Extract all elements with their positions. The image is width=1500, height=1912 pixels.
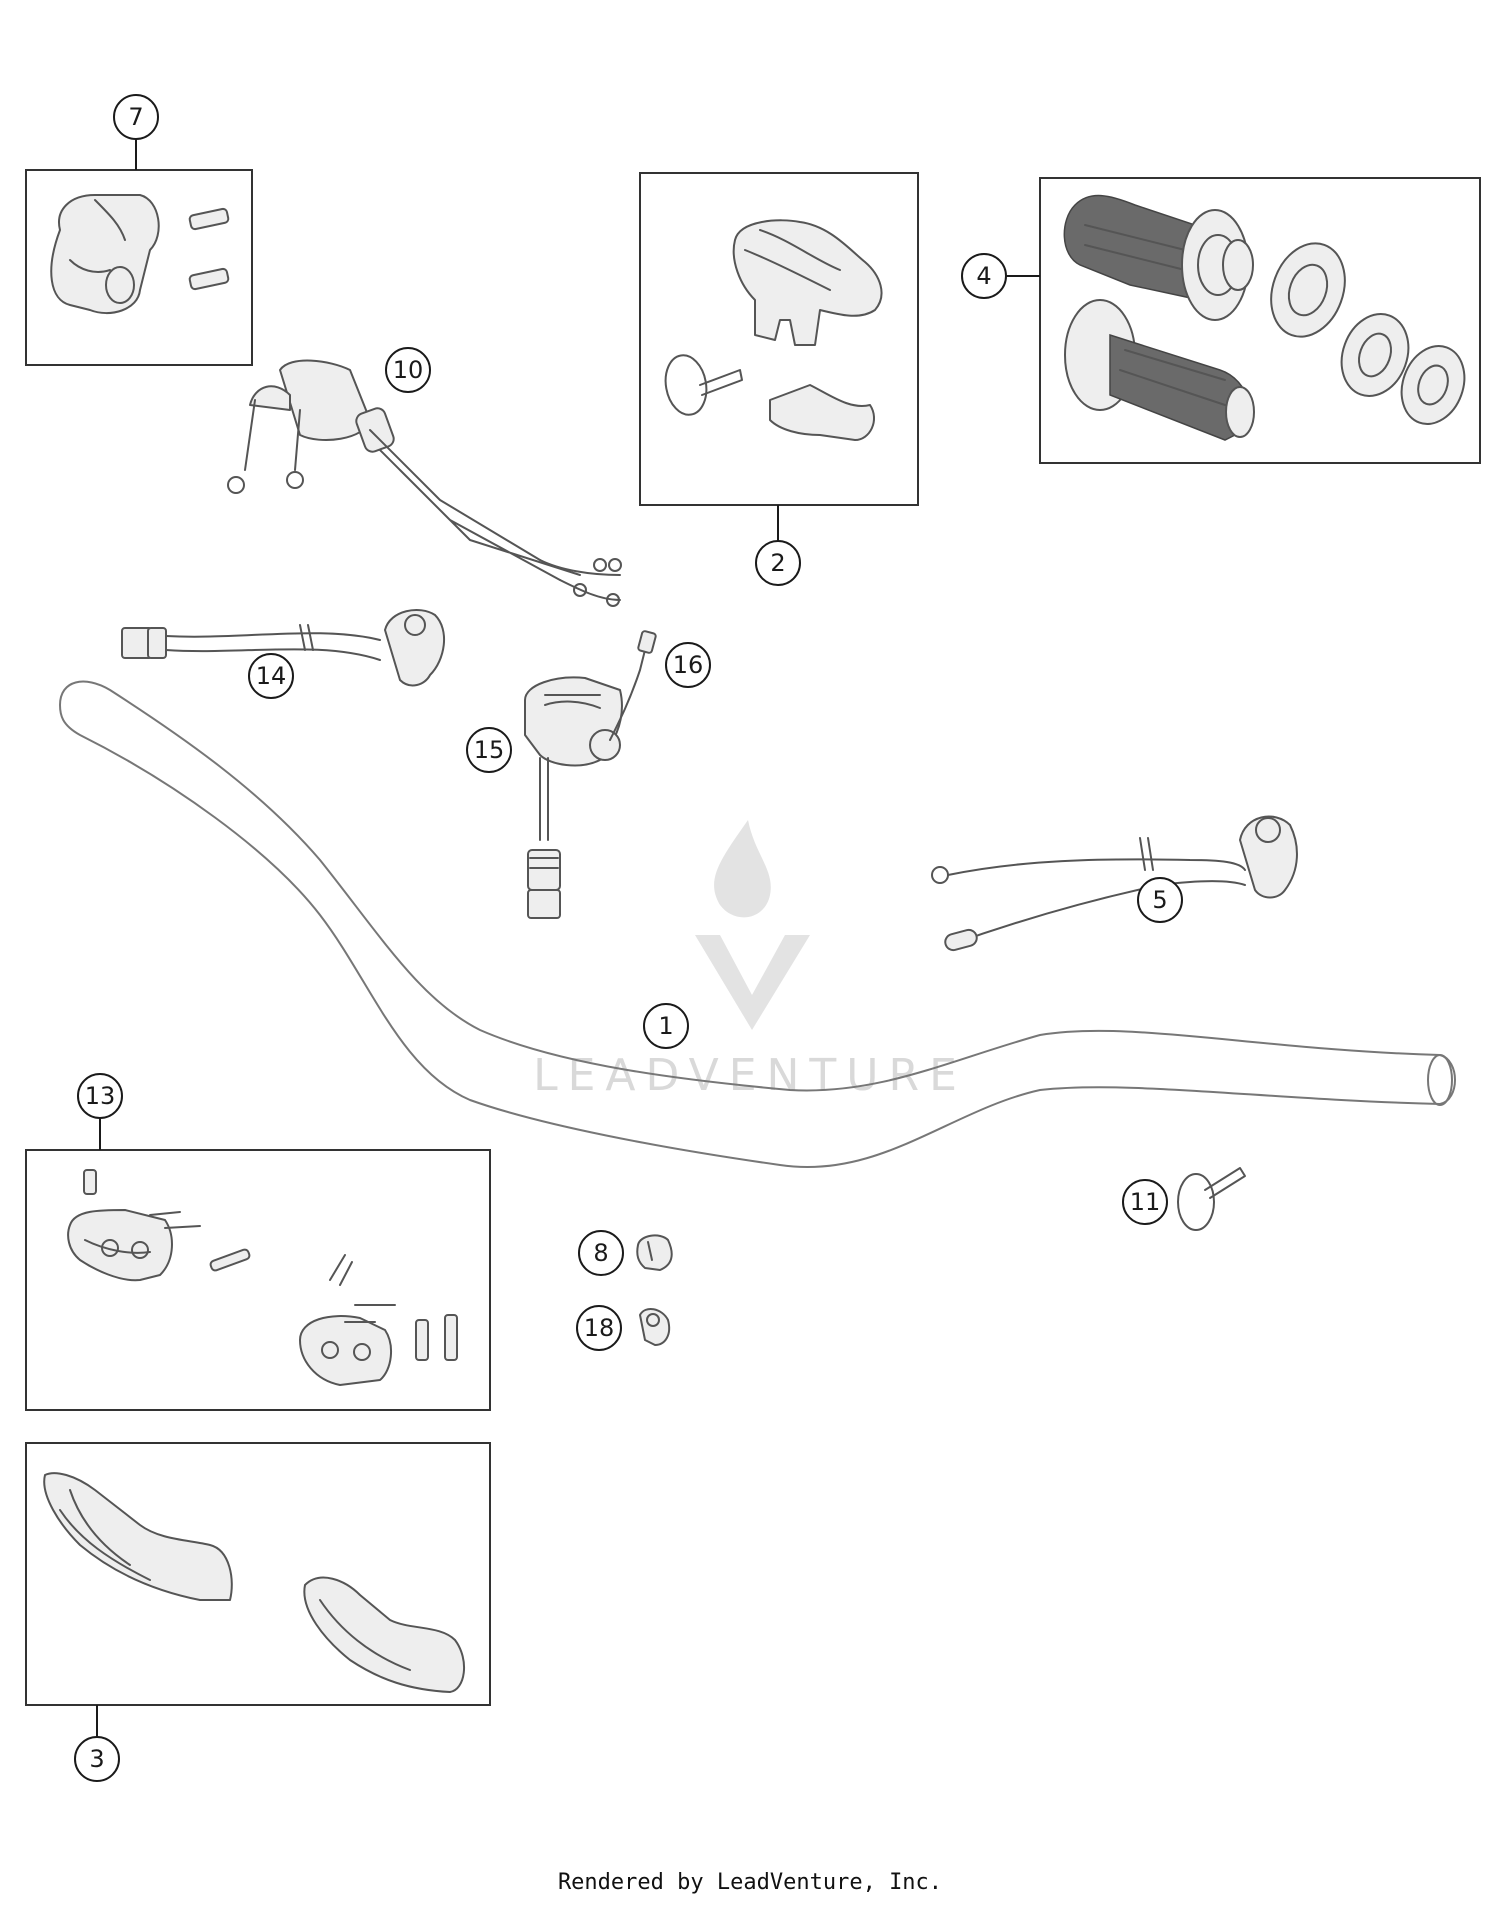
callout-15: 15 xyxy=(466,727,512,773)
part-1-handlebar[interactable] xyxy=(59,680,1456,1169)
svg-text:16: 16 xyxy=(673,651,704,679)
callout-18: 18 xyxy=(576,1305,622,1351)
callout-10: 10 xyxy=(385,347,431,393)
part-8-clip[interactable] xyxy=(636,1234,673,1271)
part-4-grips[interactable] xyxy=(1063,194,1475,441)
part-13-box xyxy=(25,1149,491,1411)
part-3-box xyxy=(25,1442,491,1706)
part-18-clip[interactable] xyxy=(639,1308,671,1346)
part-15-switch[interactable] xyxy=(524,676,623,919)
svg-text:14: 14 xyxy=(256,662,287,690)
svg-text:13: 13 xyxy=(85,1082,116,1110)
callout-5: 5 xyxy=(1137,877,1183,923)
callout-2: 2 xyxy=(755,540,801,586)
part-10-throttle-assembly[interactable] xyxy=(227,359,622,607)
callout-7: 7 xyxy=(113,94,159,140)
watermark: LEADVENTURE xyxy=(533,820,967,1101)
watermark-text: LEADVENTURE xyxy=(533,1050,967,1101)
callout-8: 8 xyxy=(578,1230,624,1276)
callout-11: 11 xyxy=(1122,1179,1168,1225)
svg-text:4: 4 xyxy=(976,262,991,290)
part-7-box xyxy=(25,169,253,366)
callout-3: 3 xyxy=(74,1736,120,1782)
svg-text:11: 11 xyxy=(1130,1188,1161,1216)
part-13-hardware[interactable] xyxy=(67,1169,458,1386)
svg-text:1: 1 xyxy=(658,1012,673,1040)
part-3-handguards[interactable] xyxy=(43,1472,466,1693)
watermark-v-icon xyxy=(695,935,810,1030)
part-16-connector[interactable] xyxy=(609,630,657,741)
svg-text:15: 15 xyxy=(474,736,505,764)
svg-text:8: 8 xyxy=(593,1239,608,1267)
callout-14: 14 xyxy=(248,653,294,699)
callout-16: 16 xyxy=(665,642,711,688)
svg-text:7: 7 xyxy=(128,103,143,131)
callout-13: 13 xyxy=(77,1073,123,1119)
svg-text:18: 18 xyxy=(584,1314,615,1342)
svg-text:2: 2 xyxy=(770,549,785,577)
svg-text:10: 10 xyxy=(393,356,424,384)
svg-text:3: 3 xyxy=(89,1745,104,1773)
leader-lines xyxy=(96,137,1040,1738)
part-4-box xyxy=(1039,177,1481,464)
part-7-clamp[interactable] xyxy=(50,194,230,315)
callout-4: 4 xyxy=(961,253,1007,299)
part-14-switch-cable[interactable] xyxy=(121,609,446,687)
svg-text:5: 5 xyxy=(1152,886,1167,914)
part-2-switch-cover[interactable] xyxy=(661,219,883,441)
part-5-switch-cable[interactable] xyxy=(931,815,1298,952)
part-11-cable-tie[interactable] xyxy=(1177,1167,1246,1231)
footer-credit: Rendered by LeadVenture, Inc. xyxy=(557,1870,943,1895)
callout-1: 1 xyxy=(643,1003,689,1049)
watermark-flame-icon xyxy=(714,820,771,918)
